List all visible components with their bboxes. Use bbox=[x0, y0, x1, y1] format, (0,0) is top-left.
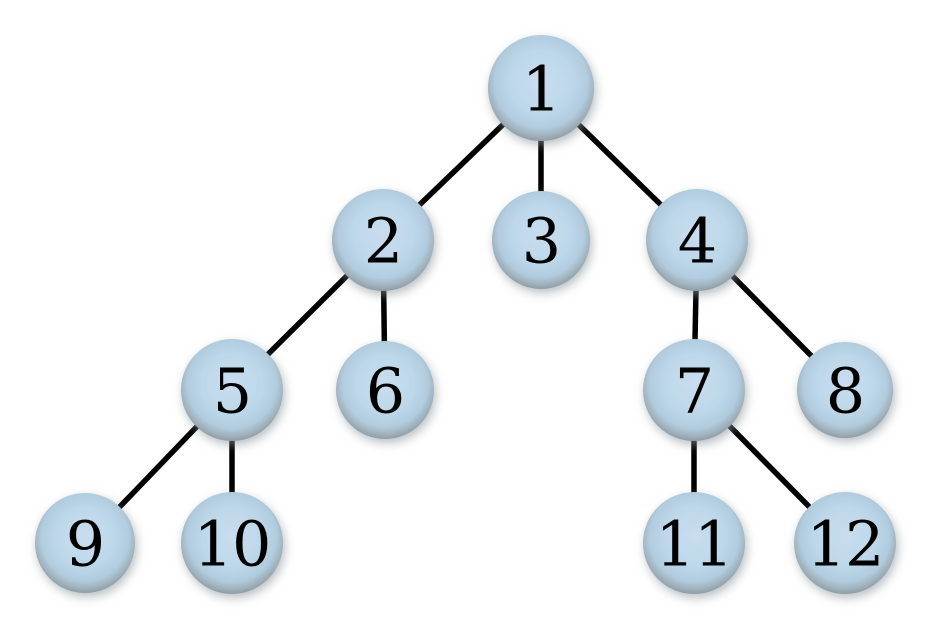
tree-node-circle[interactable] bbox=[181, 339, 283, 441]
tree-node[interactable]: 1 bbox=[488, 35, 594, 141]
tree-node-circle[interactable] bbox=[35, 493, 135, 593]
tree-node[interactable]: 7 bbox=[643, 339, 745, 441]
tree-node-circle[interactable] bbox=[643, 492, 745, 594]
tree-node[interactable]: 9 bbox=[35, 493, 135, 593]
tree-node[interactable]: 10 bbox=[181, 492, 283, 594]
tree-node[interactable]: 2 bbox=[332, 189, 434, 291]
tree-node-circle[interactable] bbox=[332, 189, 434, 291]
tree-node[interactable]: 5 bbox=[181, 339, 283, 441]
tree-node-circle[interactable] bbox=[643, 339, 745, 441]
tree-node-circle[interactable] bbox=[488, 35, 594, 141]
tree-node-circle[interactable] bbox=[336, 341, 434, 439]
tree-node-circle[interactable] bbox=[794, 492, 896, 594]
tree-node-circle[interactable] bbox=[797, 342, 893, 438]
tree-node[interactable]: 3 bbox=[492, 191, 590, 289]
edges-layer bbox=[83, 86, 847, 545]
tree-node-circle[interactable] bbox=[646, 189, 748, 291]
tree-node[interactable]: 4 bbox=[646, 189, 748, 291]
tree-node-circle[interactable] bbox=[492, 191, 590, 289]
tree-node[interactable]: 6 bbox=[336, 341, 434, 439]
tree-node[interactable]: 12 bbox=[794, 492, 896, 594]
tree-node[interactable]: 8 bbox=[797, 342, 893, 438]
tree-node[interactable]: 11 bbox=[643, 492, 745, 594]
tree-node-circle[interactable] bbox=[181, 492, 283, 594]
